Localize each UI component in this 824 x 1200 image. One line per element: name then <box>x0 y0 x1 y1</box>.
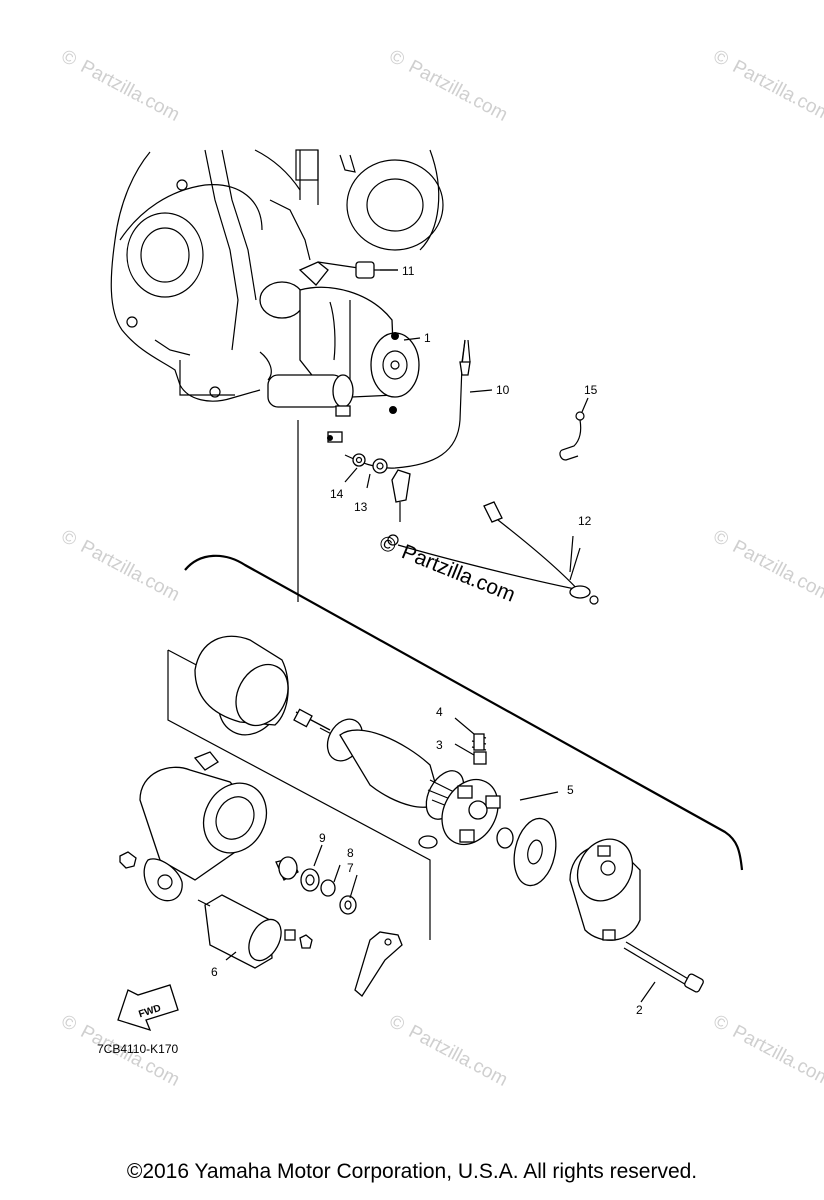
washer-9 <box>300 868 320 892</box>
watermark-symbol: © <box>710 526 732 551</box>
exploded-view-bracket <box>184 554 744 871</box>
part-label-8: 8 <box>347 846 354 860</box>
watermark-symbol: © <box>386 46 408 71</box>
washer-7 <box>339 895 357 915</box>
part-label-3: 3 <box>436 738 443 752</box>
watermark-symbol: © <box>58 46 80 71</box>
nut-left <box>119 851 137 869</box>
fwd-direction-arrow: FWD <box>117 984 179 1032</box>
watermark-symbol: © <box>58 526 80 551</box>
shift-lever <box>354 931 403 997</box>
starter-motor-assembly <box>259 261 420 443</box>
diagram-reference-code: 7CB4110-K170 <box>97 1042 178 1056</box>
part-label-6: 6 <box>211 965 218 979</box>
part-labels: 1 2 3 4 5 6 7 8 9 10 11 12 13 14 15 <box>211 264 643 1017</box>
watermark-text: Partzilla.com <box>729 536 824 606</box>
part-label-1: 1 <box>424 331 431 345</box>
center-watermark-symbol: © <box>376 531 399 558</box>
watermark-symbol: © <box>58 1011 80 1036</box>
clip-15 <box>559 397 589 461</box>
watermark-symbol: © <box>386 1011 408 1036</box>
part-label-12: 12 <box>578 514 592 528</box>
copyright-notice: ©2016 Yamaha Motor Corporation, U.S.A. A… <box>126 1160 698 1183</box>
watermark-text: Partzilla.com <box>77 536 183 606</box>
washer-14 <box>352 453 366 467</box>
watermark-text: Partzilla.com <box>729 56 824 126</box>
thrust-washer <box>513 817 557 887</box>
part-label-2: 2 <box>636 1003 643 1017</box>
part-label-5: 5 <box>567 783 574 797</box>
watermark-text: Partzilla.com <box>405 1021 511 1091</box>
terminal-cover <box>391 469 411 503</box>
rear-cover <box>569 838 641 941</box>
watermark-symbol: © <box>710 46 732 71</box>
watermark-text: Partzilla.com <box>405 56 511 126</box>
engine-crankcase-illustration <box>110 149 444 402</box>
leader-lines <box>225 269 656 1003</box>
through-bolt-2 <box>623 941 704 993</box>
lead-wire-12 <box>387 501 599 605</box>
bolt-11 <box>317 261 398 279</box>
brush-3 <box>473 751 487 765</box>
spring-4 <box>471 733 487 751</box>
part-label-15: 15 <box>584 383 598 397</box>
front-housing <box>139 751 268 902</box>
part-label-9: 9 <box>319 831 326 845</box>
part-label-7: 7 <box>347 861 354 875</box>
part-label-14: 14 <box>330 487 344 501</box>
watermark-text: Partzilla.com <box>729 1021 824 1091</box>
part-label-11: 11 <box>402 264 415 278</box>
circlip-8 <box>320 879 336 897</box>
watermark-symbol: © <box>710 1011 732 1036</box>
part-label-10: 10 <box>496 383 510 397</box>
center-watermark-text: Partzilla.com <box>398 540 518 606</box>
brush-holder-5 <box>418 778 501 849</box>
nut-13 <box>372 458 388 474</box>
yoke-housing <box>194 635 289 736</box>
bearing <box>496 827 514 849</box>
part-label-13: 13 <box>354 500 368 514</box>
part-label-4: 4 <box>436 705 443 719</box>
bushing <box>275 856 299 881</box>
solenoid-6 <box>197 894 313 969</box>
watermark-text: Partzilla.com <box>77 56 183 126</box>
